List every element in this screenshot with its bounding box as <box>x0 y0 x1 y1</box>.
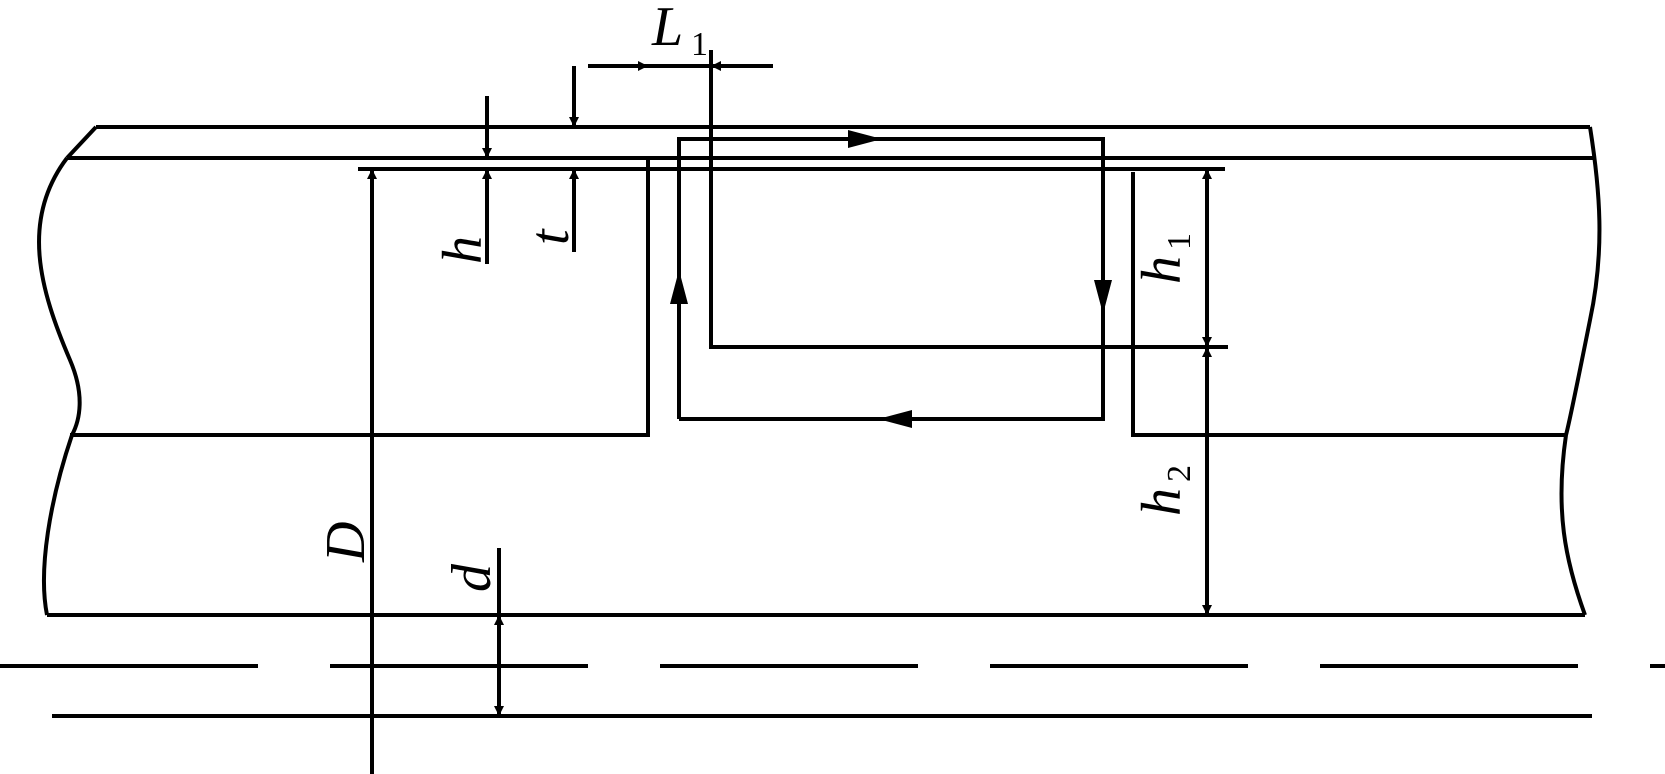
L1-label: L <box>651 0 683 58</box>
slot <box>70 50 1566 437</box>
break-line-right <box>1559 126 1602 616</box>
h2-label: h <box>1131 488 1193 516</box>
tool-path <box>670 130 1112 428</box>
plate-chamfer-left <box>65 125 98 160</box>
plate-outline <box>37 125 1602 617</box>
slot-left-contour <box>70 158 650 437</box>
slot-right-contour <box>1131 172 1566 437</box>
dimension-D: D <box>315 169 377 774</box>
h2-subscript: 2 <box>1161 465 1198 482</box>
path-arrow-up <box>670 270 688 304</box>
h-label: h <box>432 236 494 264</box>
h1-subscript: 1 <box>1161 233 1198 250</box>
break-line-left <box>37 156 82 616</box>
dimension-t: t <box>519 66 581 252</box>
path-arrow-left <box>878 410 912 428</box>
D-label: D <box>315 522 377 563</box>
dimension-L1: L 1 <box>588 0 773 71</box>
path-arrow-right <box>848 130 882 148</box>
dimension-h: h <box>432 96 494 264</box>
dimension-d: d <box>441 548 504 716</box>
L1-subscript: 1 <box>691 26 708 63</box>
h1-label: h <box>1131 256 1193 284</box>
path-arrow-down <box>1094 280 1112 314</box>
tool-path-loop <box>677 137 1105 421</box>
slot-inner-contour <box>709 50 1228 349</box>
centerline-group <box>0 664 1665 718</box>
t-label: t <box>519 228 581 245</box>
d-label: d <box>441 563 503 592</box>
dimension-h1-h2: h 1 h 2 <box>1131 169 1212 615</box>
